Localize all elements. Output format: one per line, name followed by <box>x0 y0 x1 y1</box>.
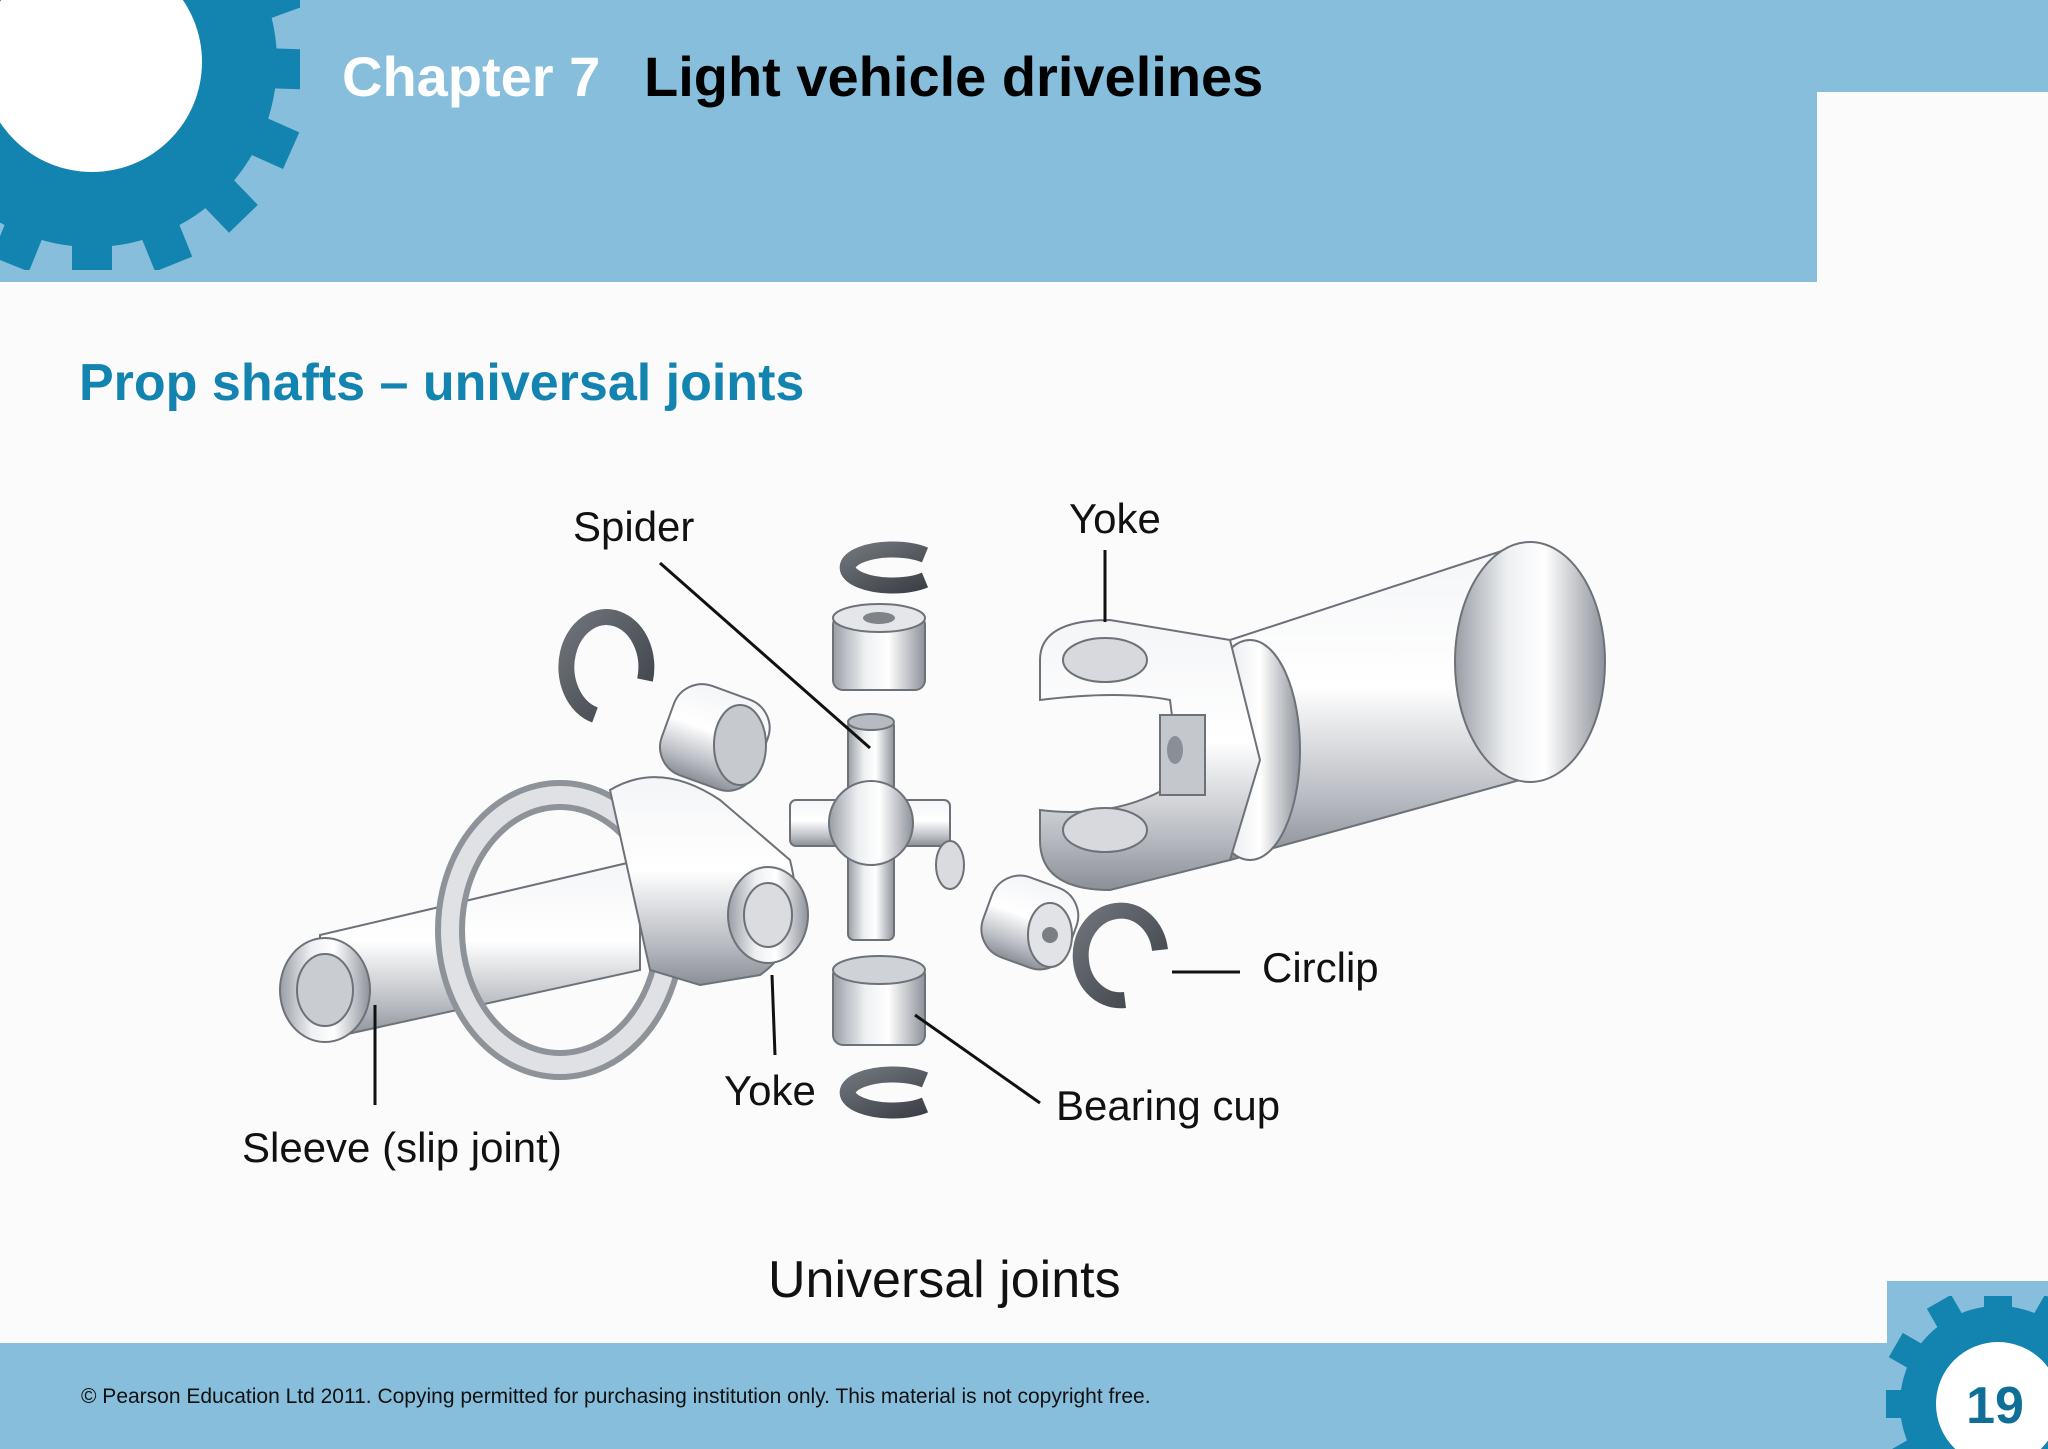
label-sleeve: Sleeve (slip joint) <box>242 1124 562 1171</box>
leader-lines <box>373 550 1240 1105</box>
label-bearing-cup: Bearing cup <box>1056 1082 1281 1129</box>
spider-cross <box>789 713 965 941</box>
chapter-number: Chapter 7 <box>342 45 601 108</box>
label-yoke-top: Yoke <box>1069 495 1161 542</box>
bearing-cup-left <box>659 683 771 792</box>
gear-logo-icon <box>0 0 300 270</box>
circlip-bottom <box>839 1066 929 1119</box>
label-yoke-bottom: Yoke <box>724 1067 816 1114</box>
header-band <box>0 0 1817 282</box>
bearing-cup-top <box>832 603 926 691</box>
label-circlip: Circlip <box>1262 944 1379 991</box>
header-strip <box>1817 0 2048 92</box>
circlip-right <box>1072 902 1168 1009</box>
bearing-cup-bottom <box>832 955 926 1046</box>
figure-caption: Universal joints <box>768 1251 1121 1309</box>
right-shaft-tube <box>1199 541 1606 862</box>
footer-band <box>0 1343 2048 1449</box>
universal-joint-illustration <box>279 541 1606 1119</box>
chapter-title: Light vehicle drivelines <box>644 45 1264 108</box>
circlip-left <box>558 609 655 723</box>
slide-heading: Prop shafts – universal joints <box>79 354 805 412</box>
label-spider: Spider <box>573 503 695 550</box>
sleeve-slip-joint <box>279 780 685 1080</box>
right-yoke <box>1039 618 1262 892</box>
copyright-notice: © Pearson Education Ltd 2011. Copying pe… <box>81 1385 1151 1408</box>
gear-page-icon <box>1886 1296 2048 1449</box>
circlip-top <box>839 541 929 594</box>
left-yoke <box>608 776 809 987</box>
page-number: 19 <box>1966 1377 2024 1435</box>
bearing-cup-right <box>980 874 1080 971</box>
